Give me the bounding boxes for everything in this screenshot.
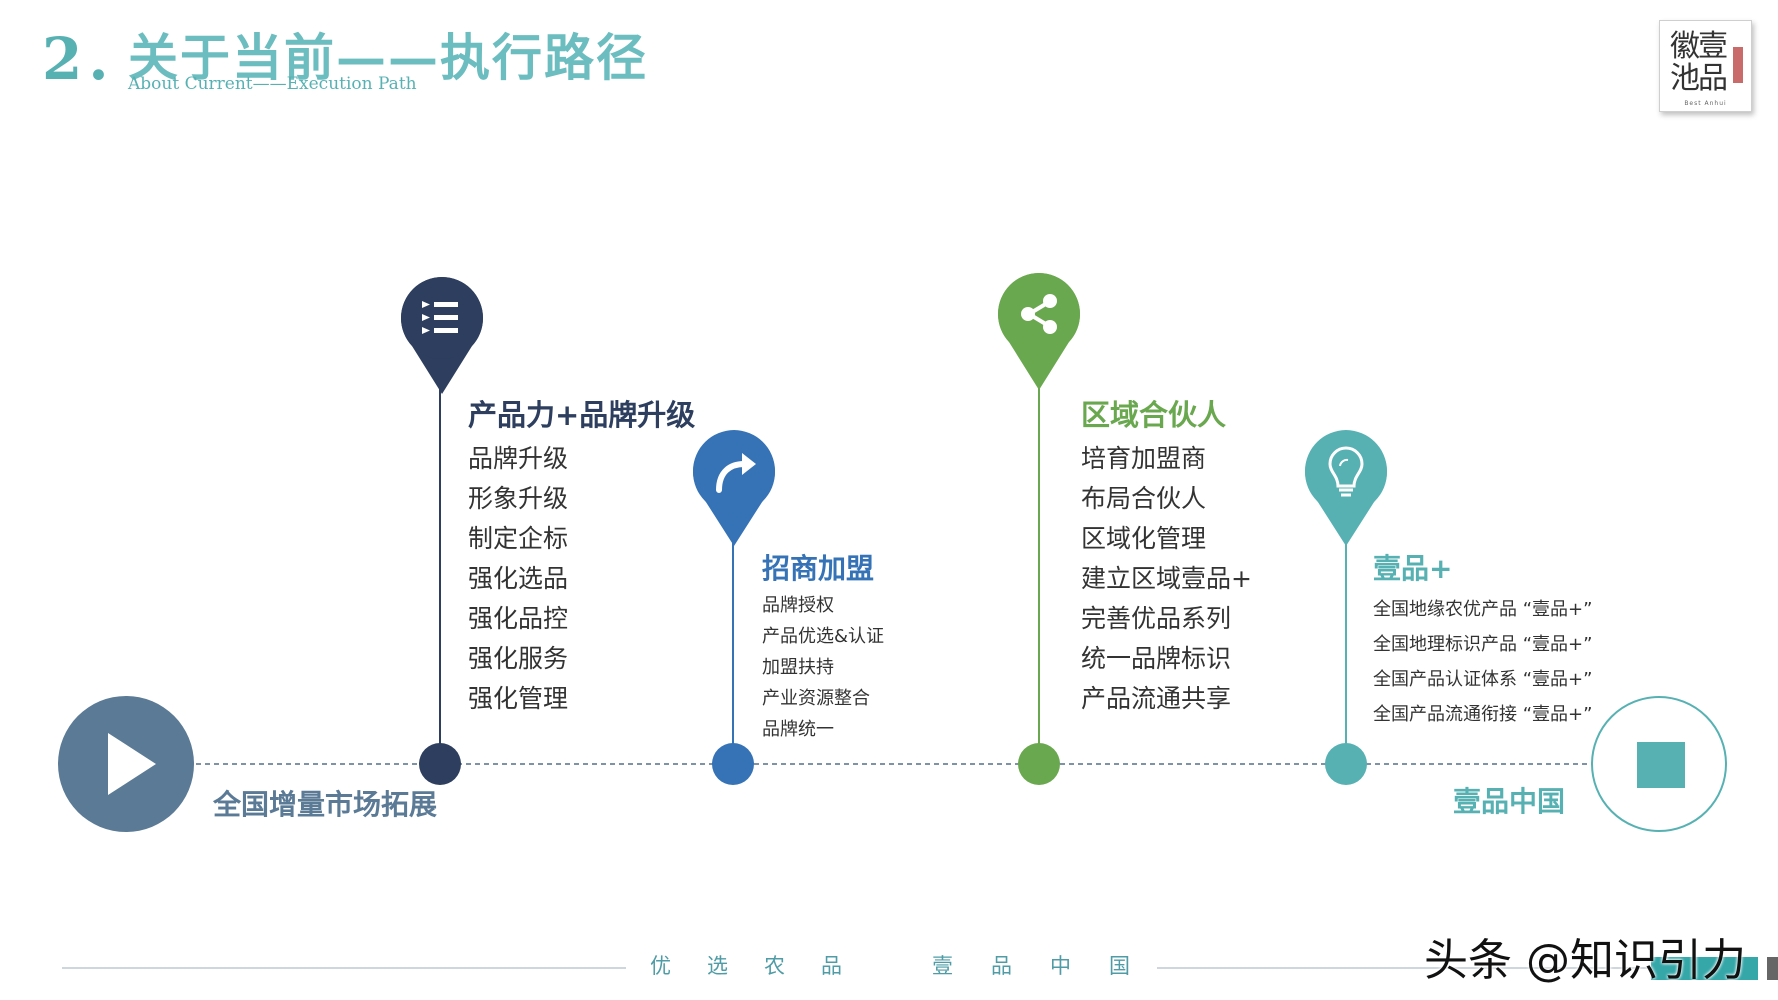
list-item: 产品流通共享 xyxy=(1081,684,1232,713)
footer-slogan-right: 壹品中国 xyxy=(932,954,1168,978)
list-item: 强化管理 xyxy=(468,684,569,713)
timeline-end-label: 壹品中国 xyxy=(1453,785,1566,818)
section-items-yipin-plus: 全国地缘农优产品 “壹品+” 全国地理标识产品 “壹品+” 全国产品认证体系 “… xyxy=(1373,592,1592,732)
list-item: 全国地缘农优产品 “壹品+” xyxy=(1373,599,1593,620)
milestone-dot-3 xyxy=(1018,743,1060,785)
list-item: 产品优选&认证 xyxy=(762,626,885,647)
logo-seal xyxy=(1733,47,1743,83)
share-nodes-icon xyxy=(998,273,1080,390)
list-item: 品牌升级 xyxy=(468,444,569,473)
list-item: 品牌授权 xyxy=(762,595,834,616)
list-item: 建立区域壹品+ xyxy=(1081,564,1252,593)
list-item: 完善优品系列 xyxy=(1081,604,1232,633)
section-title-regional-partner: 区域合伙人 xyxy=(1081,398,1227,432)
list-item: 全国产品认证体系 “壹品+” xyxy=(1373,669,1593,690)
section-title-yipin-plus: 壹品+ xyxy=(1373,552,1453,585)
list-icon xyxy=(401,277,483,394)
milestone-dot-1 xyxy=(419,743,461,785)
section-items-product-brand: 品牌升级 形象升级 制定企标 强化选品 强化品控 强化服务 强化管理 xyxy=(468,439,568,719)
page-subtitle: About Current——Execution Path xyxy=(128,74,417,94)
list-item: 全国产品流通衔接 “壹品+” xyxy=(1373,704,1593,725)
logo-text: 徽壹池品 xyxy=(1670,29,1728,96)
section-title-product-brand: 产品力+品牌升级 xyxy=(468,398,696,432)
watermark: 头条 @知识引力 xyxy=(1424,935,1746,986)
list-item: 全国地理标识产品 “壹品+” xyxy=(1373,634,1593,655)
list-item: 区域化管理 xyxy=(1081,524,1207,553)
list-item: 加盟扶持 xyxy=(762,657,834,678)
list-item: 品牌统一 xyxy=(762,719,834,740)
list-item: 强化选品 xyxy=(468,564,569,593)
stop-icon xyxy=(1591,696,1727,832)
timeline-start-label: 全国增量市场拓展 xyxy=(213,788,438,821)
section-title-franchise: 招商加盟 xyxy=(762,552,875,585)
logo-small-text: Best Anhui xyxy=(1684,100,1727,107)
list-item: 布局合伙人 xyxy=(1081,484,1207,513)
section-items-regional-partner: 培育加盟商 布局合伙人 区域化管理 建立区域壹品+ 完善优品系列 统一品牌标识 … xyxy=(1081,439,1252,719)
list-item: 产业资源整合 xyxy=(762,688,870,709)
footer-slogan-left: 优选农品 xyxy=(650,954,878,978)
play-icon xyxy=(58,696,194,832)
list-item: 强化品控 xyxy=(468,604,569,633)
list-item: 统一品牌标识 xyxy=(1081,644,1232,673)
section-items-franchise: 品牌授权 产品优选&认证 加盟扶持 产业资源整合 品牌统一 xyxy=(762,590,884,745)
milestone-dot-4 xyxy=(1325,743,1367,785)
list-item: 培育加盟商 xyxy=(1081,444,1207,473)
lightbulb-icon xyxy=(1305,430,1387,546)
milestone-dot-2 xyxy=(712,743,754,785)
list-item: 形象升级 xyxy=(468,484,569,513)
page-title: 关于当前——执行路径 xyxy=(128,28,648,87)
page-badge-tab xyxy=(1767,957,1778,980)
section-number: 2. xyxy=(42,25,115,93)
share-arrow-icon xyxy=(693,430,775,546)
page-badge xyxy=(1651,957,1758,980)
list-item: 强化服务 xyxy=(468,644,569,673)
brand-logo: 徽壹池品 Best Anhui xyxy=(1659,20,1752,112)
list-item: 制定企标 xyxy=(468,524,569,553)
